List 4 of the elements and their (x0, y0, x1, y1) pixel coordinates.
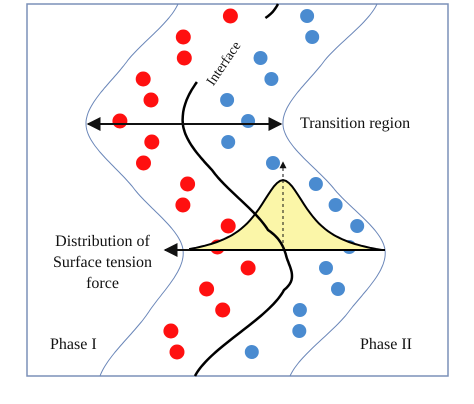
phase-label: Phase I (50, 335, 97, 355)
region-label: Transition region (300, 114, 410, 134)
phase-label: Phase II (360, 335, 412, 355)
force-label: Distribution of Surface tension force (52, 232, 154, 294)
